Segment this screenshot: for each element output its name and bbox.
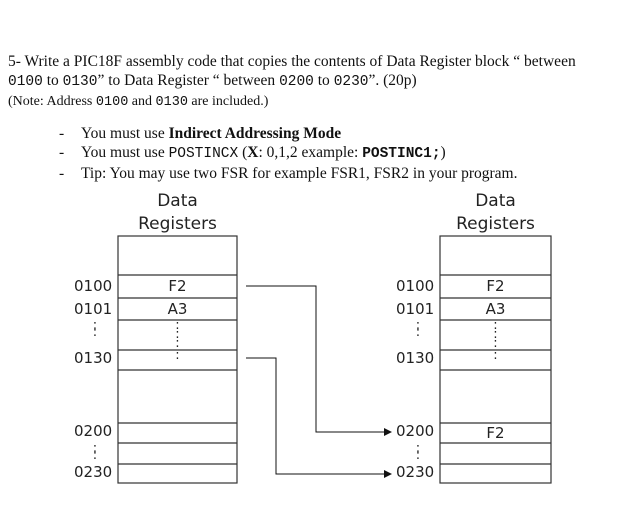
vdots: :	[92, 441, 98, 456]
left-header: Data Registers	[118, 190, 237, 236]
note-addr-0100: 0100	[95, 95, 129, 110]
note-text-end: are included.)	[187, 94, 269, 109]
text-points: ”. (20p)	[368, 72, 417, 89]
right-address-0200: 0200	[396, 422, 435, 440]
bullet-dash: -	[59, 125, 65, 142]
vdots: :	[175, 336, 180, 351]
right-address-0101: 0101	[396, 300, 435, 318]
vdots: :	[175, 318, 180, 333]
left-cell-0130-dot: :	[175, 348, 180, 363]
left-register-block	[117, 235, 238, 484]
right-address-0100: 0100	[396, 277, 435, 295]
addr-0100-ref: 0100	[8, 74, 43, 90]
right-address-ellipsis: ::	[411, 319, 425, 339]
addr-0130-ref: 0130	[62, 74, 98, 90]
left-cell-0100-value: F2	[168, 277, 187, 295]
right-address-0130: 0130	[396, 349, 435, 367]
paren-open: (	[238, 144, 248, 161]
right-header: Data Registers	[440, 190, 551, 236]
vdots: :	[415, 318, 421, 333]
paren-close: )	[440, 144, 446, 161]
right-cell-0101-value: A3	[485, 300, 506, 318]
requirement-1-bold: Indirect Addressing Mode	[168, 125, 342, 142]
requirement-3: -Tip: You may use two FSR for example FS…	[59, 164, 518, 183]
right-cell-0100-value: F2	[486, 277, 505, 295]
text-to: to	[42, 72, 63, 89]
right-header-line-2: Registers	[456, 214, 535, 234]
requirement-1: -You must use Indirect Addressing Mode	[59, 124, 518, 143]
vdots: :	[92, 448, 98, 463]
addr-0200-ref: 0200	[279, 74, 314, 90]
question-text: 5- Write a PIC18F assembly code that cop…	[8, 52, 638, 112]
right-register-block	[439, 235, 552, 484]
copy-start-arrow	[246, 285, 392, 436]
note-text-and: and	[128, 94, 156, 109]
left-cell-ellipsis: :::	[118, 318, 237, 351]
left-address-0100: 0100	[74, 277, 113, 295]
right-address-ellipsis-2: ::	[411, 442, 425, 462]
bullet-dash: -	[59, 165, 65, 182]
copy-end-arrow	[246, 357, 392, 478]
left-address-0101: 0101	[74, 300, 113, 318]
left-cell-0101-value: A3	[167, 300, 188, 318]
postincx-code: POSTINCX	[168, 146, 239, 162]
vdots: :	[415, 325, 421, 340]
postinc1-code: POSTINC1;	[362, 146, 441, 162]
vdots: :	[493, 327, 498, 342]
left-header-line-1: Data	[157, 191, 198, 211]
vdots: :	[493, 318, 498, 333]
vdots: :	[175, 327, 180, 342]
right-header-line-1: Data	[475, 191, 516, 211]
question-line-1-text: 5- Write a PIC18F assembly code that cop…	[8, 53, 576, 70]
vdots: :	[415, 441, 421, 456]
vdots: :	[92, 318, 98, 333]
left-address-0200: 0200	[74, 422, 113, 440]
question-line-1: 5- Write a PIC18F assembly code that cop…	[8, 52, 638, 71]
vdots: :	[415, 448, 421, 463]
vdots: :	[92, 325, 98, 340]
left-address-0230: 0230	[74, 463, 113, 481]
right-cell-0200-value: F2	[486, 424, 505, 442]
question-note: (Note: Address 0100 and 0130 are include…	[8, 92, 638, 112]
text-to-data-register: ” to Data Register “ between	[97, 72, 280, 89]
requirements-list: -You must use Indirect Addressing Mode -…	[59, 124, 518, 183]
note-addr-0130: 0130	[155, 95, 188, 110]
requirement-1-text: You must use	[81, 125, 169, 142]
right-address-0230: 0230	[396, 463, 435, 481]
requirement-2: -You must use POSTINCX (X: 0,1,2 example…	[59, 143, 518, 164]
x-bold: X	[247, 144, 259, 161]
left-address-ellipsis: ::	[88, 319, 102, 339]
right-cell-ellipsis: :::	[440, 318, 551, 351]
vdots: :	[493, 336, 498, 351]
question-line-2: 0100 to 0130” to Data Register “ between…	[8, 71, 638, 92]
left-address-0130: 0130	[74, 349, 113, 367]
requirement-2-example: : 0,1,2 example:	[258, 144, 363, 161]
note-text-a: (Note: Address	[8, 94, 96, 109]
right-cell-0130-dot: :	[493, 348, 498, 363]
left-address-ellipsis-2: ::	[88, 442, 102, 462]
addr-0230-ref: 0230	[333, 74, 369, 90]
requirement-2-text: You must use	[81, 144, 169, 161]
text-to-2: to	[313, 72, 334, 89]
bullet-dash: -	[59, 144, 65, 161]
requirement-3-text: Tip: You may use two FSR for example FSR…	[81, 165, 518, 182]
left-header-line-2: Registers	[138, 214, 217, 234]
